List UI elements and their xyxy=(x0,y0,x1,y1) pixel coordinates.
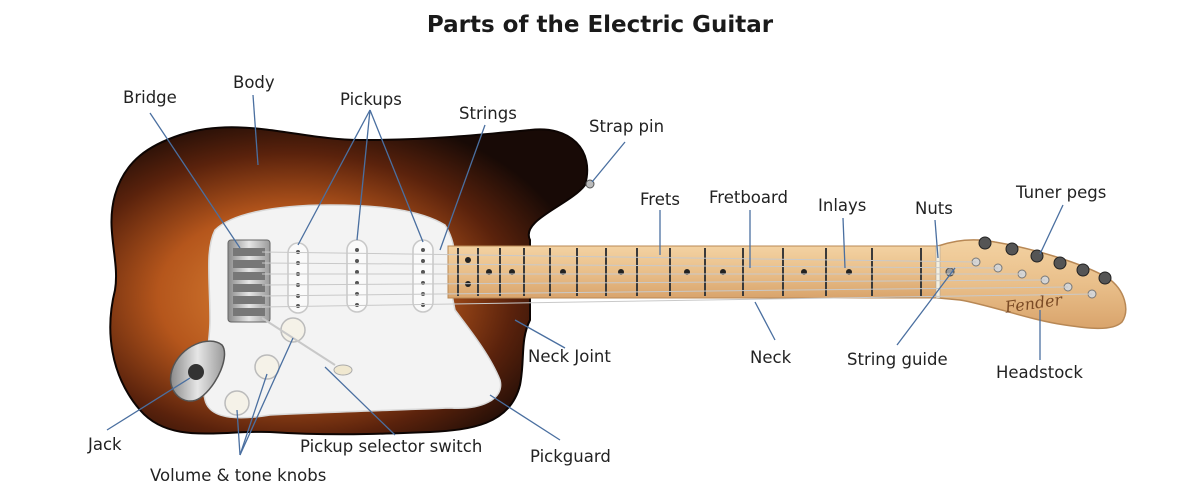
neck xyxy=(447,245,941,299)
label-tuner-pegs: Tuner pegs xyxy=(1016,183,1107,202)
frets xyxy=(457,248,922,296)
label-neck-joint: Neck Joint xyxy=(528,347,611,366)
pickup-selector-switch xyxy=(261,317,353,376)
headstock xyxy=(937,239,1127,330)
leader-lines xyxy=(106,94,1064,456)
label-strap-pin: Strap pin xyxy=(589,117,665,136)
label-bridge: Bridge xyxy=(123,88,177,107)
strings xyxy=(261,251,1093,308)
label-neck: Neck xyxy=(750,348,792,367)
bridge-saddles xyxy=(233,248,265,316)
label-body: Body xyxy=(233,73,275,92)
label-frets: Frets xyxy=(640,190,680,209)
diagram-title: Parts of the Electric Guitar xyxy=(426,12,774,38)
label-jack: Jack xyxy=(88,435,122,454)
label-pickups: Pickups xyxy=(340,90,402,109)
jack-plate xyxy=(169,340,226,402)
label-pickup-selector-switch: Pickup selector switch xyxy=(300,437,483,456)
label-nuts: Nuts xyxy=(915,199,953,218)
volume-tone-knobs xyxy=(224,317,306,416)
label-string-guide: String guide xyxy=(847,350,948,369)
nut xyxy=(935,245,941,299)
label-headstock: Headstock xyxy=(996,363,1083,382)
label-pickguard: Pickguard xyxy=(530,447,611,466)
label-strings: Strings xyxy=(459,104,517,123)
label-fretboard: Fretboard xyxy=(709,188,788,207)
label-volume-tone-knobs: Volume & tone knobs xyxy=(150,466,327,485)
label-inlays: Inlays xyxy=(818,196,867,215)
tuner-pegs xyxy=(978,236,1112,285)
